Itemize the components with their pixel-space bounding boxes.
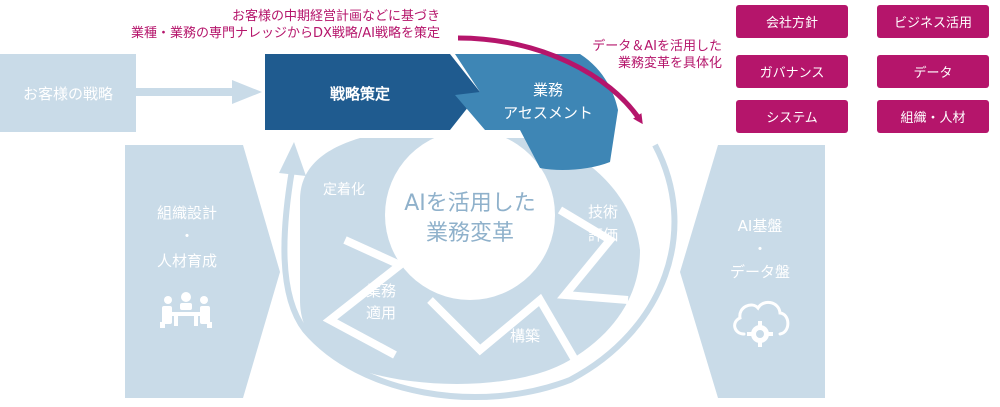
people-meeting-icon <box>160 292 212 328</box>
cycle-return-arrowhead <box>279 142 306 176</box>
step-tech-eval-label-line2: 評価 <box>588 226 618 244</box>
strategy-box <box>265 54 480 130</box>
right-note-line2: 業務変革を具体化 <box>617 56 722 71</box>
right-pillar-shape <box>680 145 825 398</box>
left-pillar-dot: ・ <box>179 227 194 245</box>
customer-strategy-connector-arrowhead <box>232 80 262 104</box>
top-note-line2: 業種・業務の専門ナレッジからDX戦略/AI戦略を策定 <box>130 26 440 41</box>
cycle-return-arrow <box>281 143 678 401</box>
left-pillar-shape <box>125 145 280 398</box>
tag-data: データ <box>877 55 989 88</box>
tag-business-use: ビジネス活用 <box>877 5 989 38</box>
strategy-label: 戦略策定 <box>330 85 390 103</box>
center-text-line1: AIを活用した <box>404 191 536 216</box>
tag-governance: ガバナンス <box>736 55 848 88</box>
right-pillar-line2: データ盤 <box>730 263 790 281</box>
right-pillar-line1: AI基盤 <box>738 217 783 235</box>
left-pillar-line2: 人材育成 <box>157 252 217 270</box>
right-pillar-dot: ・ <box>752 240 767 258</box>
center-text-line2: 業務変革 <box>426 221 514 246</box>
tag-organization-talent: 組織・人材 <box>877 100 989 133</box>
step-build-label: 構築 <box>510 327 540 345</box>
step-apply-label-line1: 業務 <box>366 282 396 300</box>
customer-strategy-connector <box>136 88 234 96</box>
customer-strategy-label: お客様の戦略 <box>23 85 113 103</box>
magenta-flow-arrow <box>457 35 643 125</box>
step-apply-label-line2: 適用 <box>366 304 396 322</box>
right-note-line1: データ＆AIを活用した <box>592 39 722 54</box>
step-tech-eval-label-line1: 技術 <box>588 203 618 221</box>
ring-divider-build <box>427 293 579 363</box>
cloud-gear-icon <box>733 300 790 347</box>
top-note-line1: お客様の中期経営計画などに基づき <box>231 9 440 24</box>
step-establish-label: 定着化 <box>323 182 365 198</box>
assessment-label-line2: アセスメント <box>503 104 593 122</box>
ring-divider-tech <box>557 206 629 304</box>
top-note: お客様の中期経営計画などに基づき 業種・業務の専門ナレッジからDX戦略/AI戦略… <box>110 8 440 42</box>
ring-divider-apply <box>322 236 408 359</box>
tag-system: システム <box>736 100 848 133</box>
center-circle <box>385 130 555 300</box>
tag-company-policy: 会社方針 <box>736 5 848 38</box>
assessment-label-line1: 業務 <box>533 81 563 99</box>
customer-strategy-box <box>0 54 136 132</box>
assessment-box <box>455 54 618 170</box>
left-pillar-line1: 組織設計 <box>157 204 217 222</box>
right-note: データ＆AIを活用した 業務変革を具体化 <box>560 38 722 72</box>
